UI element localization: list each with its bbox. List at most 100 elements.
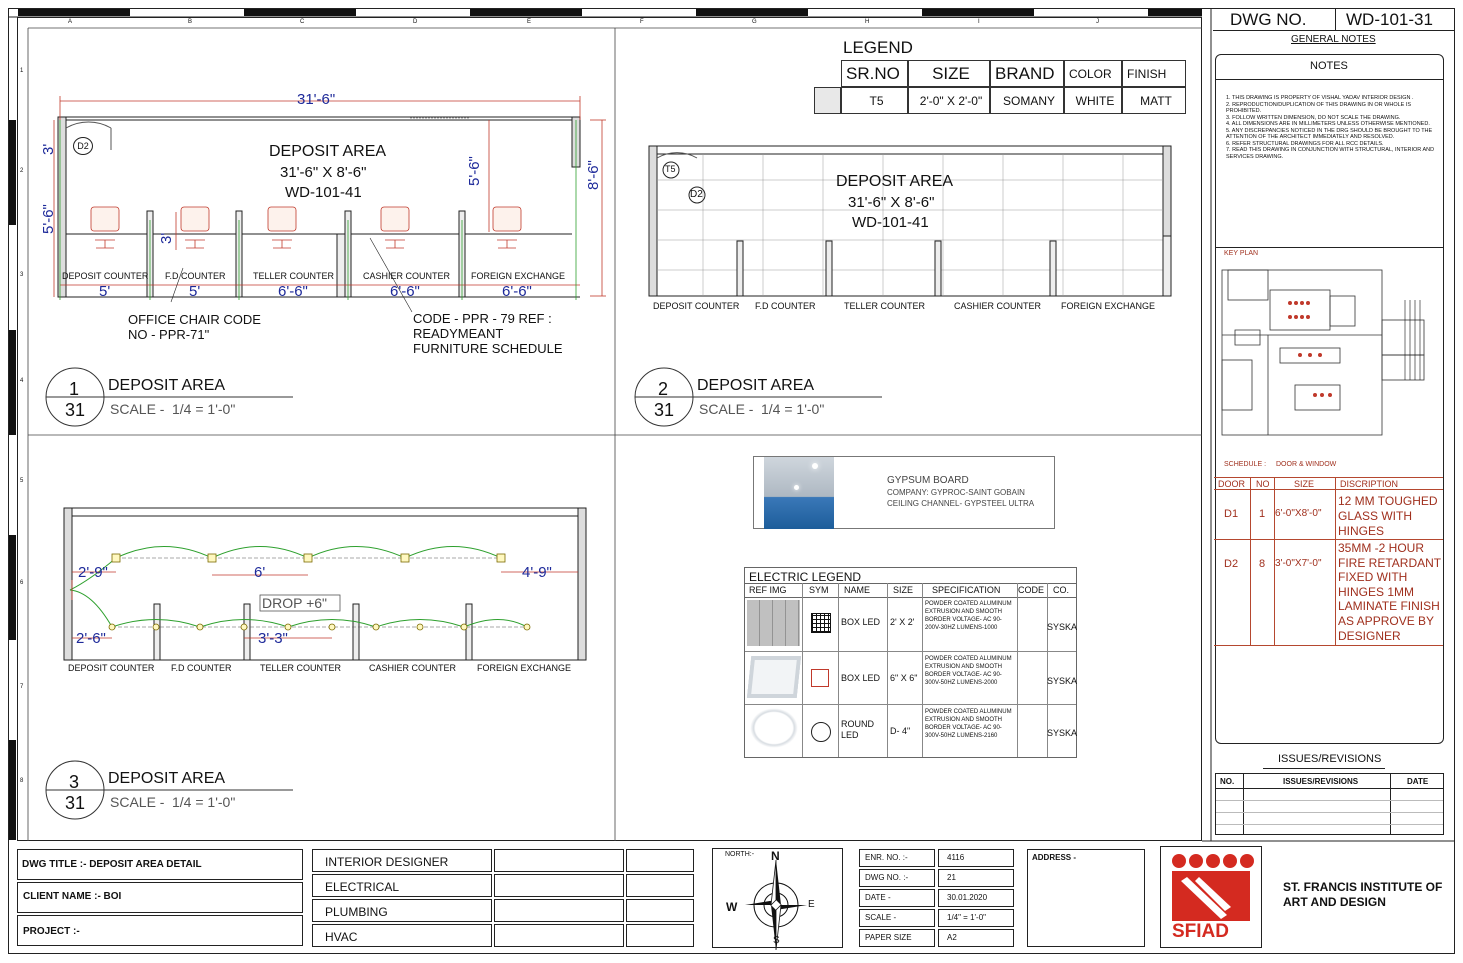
compass-w: W (726, 900, 738, 914)
chair-note-line2: NO - PPR-71" (128, 327, 210, 342)
door-d1-desc: 12 MM TOUGHED GLASS WITH HINGES (1338, 494, 1438, 538)
grid-col-f: F (640, 19, 644, 25)
note-item: 3. FOLLOW WRITTEN DIMENSION, DO NOT SCAL… (1226, 114, 1401, 121)
door-d2: D2 (1224, 558, 1239, 570)
plan3-dim-5: 3'-3" (258, 630, 288, 647)
door-col-sep (1250, 477, 1251, 646)
info-label: SCALE - (865, 913, 897, 922)
row-size: 2' X 2' (890, 617, 915, 627)
col-sep (838, 583, 839, 757)
ceiling-light-dot (794, 485, 799, 490)
col-sep (1047, 583, 1048, 757)
row-co: SYSKA (1047, 622, 1078, 632)
institute-line1: ST. FRANCIS INSTITUTE OF (1283, 880, 1443, 894)
issues-header-no: NO. (1220, 777, 1235, 786)
issues-title: ISSUES/REVISIONS (1278, 753, 1382, 765)
plan1-dim-inner: 5'-6" (466, 156, 483, 186)
plan3-dim-3: 4'-9" (522, 564, 552, 581)
plan1-view-title: DEPOSIT AREA (108, 377, 226, 394)
issues-underline (1263, 768, 1385, 769)
plan1-scale-label: SCALE - (110, 401, 165, 417)
ceiling-light-dot (812, 463, 818, 469)
info-label-enr: ENR. NO. :- (859, 849, 935, 867)
plan1-counter-dim-4: 6'-6" (390, 283, 420, 300)
plan1-view-no: 1 (69, 379, 80, 399)
plan3-view-title: DEPOSIT AREA (108, 770, 226, 787)
logo-text: SFIAD (1172, 921, 1229, 942)
grid-light-icon (811, 613, 831, 633)
discipline-label: ELECTRICAL (325, 880, 400, 894)
door-header-size: SIZE (1294, 479, 1315, 489)
plan3-counter-1: DEPOSIT COUNTER (68, 663, 155, 673)
door-header-door: DOOR (1218, 479, 1245, 489)
electric-header-row: REF IMG SYM NAME SIZE SPECIFICATION CODE… (745, 583, 1076, 598)
round-led-image (750, 708, 798, 748)
info-label-dwg: DWG NO. :- (859, 869, 935, 887)
note-item: 2. REPRODUCTION/DUPLICATION OF THIS DRAW… (1226, 101, 1412, 115)
plan1-dim-left-top: 3' (40, 143, 57, 155)
door-d1-no: 1 (1259, 508, 1266, 520)
grid-col-a: A (68, 19, 73, 25)
schedule-label: SCHEDULE : (1224, 461, 1267, 468)
door-d2-size: 3'-0"X7'-0" (1275, 558, 1322, 569)
dwg-title: DWG TITLE :- DEPOSIT AREA DETAIL (22, 859, 202, 870)
sign-box (626, 924, 694, 947)
plan2-view-no: 2 (658, 379, 669, 399)
info-value: A2 (947, 933, 957, 942)
legend-header-srno: SR.NO (841, 60, 908, 87)
col-sep (922, 583, 923, 757)
panel-led-image (746, 656, 802, 698)
plan2-counter-2: F.D COUNTER (755, 301, 816, 311)
info-label-paper: PAPER SIZE (859, 929, 935, 947)
dwg-no-value: WD-101-31 (1346, 10, 1433, 29)
grid-col-i: I (978, 19, 980, 25)
door-schedule-headline (1214, 489, 1443, 490)
sign-box (626, 849, 694, 872)
eh-spec: SPECIFICATION (932, 585, 1001, 595)
row-spec: POWDER COATED ALUMINUM EXTRUSION AND SMO… (925, 709, 1012, 739)
plan3-counter-4: CASHIER COUNTER (369, 663, 457, 673)
eh-code: CODE (1018, 585, 1045, 595)
institute-line2: ART AND DESIGN (1283, 895, 1386, 909)
plan1-counter-dim-2: 5' (189, 283, 201, 300)
door-schedule-rowline (1214, 539, 1443, 540)
eh-ref: REF IMG (749, 585, 787, 595)
key-plan-label: KEY PLAN (1224, 250, 1259, 257)
plan1-dim-right: 8'-6" (585, 160, 602, 190)
gypsum-card: GYPSUM BOARD COMPANY: GYPROC-SAINT GOBAI… (753, 456, 1055, 529)
dwg-title-box: DWG TITLE :- DEPOSIT AREA DETAIL (17, 849, 303, 880)
row-spec: POWDER COATED ALUMINUM EXTRUSION AND SMO… (925, 601, 1012, 631)
eh-sym: SYM (809, 585, 829, 595)
grid-col-h: H (865, 19, 870, 25)
gypsum-line3: CEILING CHANNEL- GYPSTEEL ULTRA (887, 499, 1035, 508)
compass-n: N (771, 849, 780, 863)
legend-srno: T5 (841, 87, 908, 114)
info-label-scale: SCALE - (859, 909, 935, 927)
gypsum-line1: GYPSUM BOARD (887, 475, 969, 486)
plan1-door-tag: D2 (73, 137, 93, 155)
sign-box (494, 924, 624, 947)
legend-finish: MATT (1122, 87, 1186, 114)
sheet-border (8, 8, 1455, 954)
plan1-counter-dim-1: 5' (99, 283, 111, 300)
sign-box (494, 899, 624, 922)
general-notes-title: GENERAL NOTES (1291, 34, 1376, 45)
door-tag-text: D2 (77, 141, 89, 151)
notes-divider (1216, 79, 1443, 80)
grid-row-6: 6 (20, 580, 24, 586)
col-sep (802, 583, 803, 757)
info-value: 21 (947, 873, 956, 882)
dwg-no-divider (1335, 9, 1336, 31)
issues-col-sep (1390, 774, 1391, 834)
discipline-plumbing: PLUMBING (312, 899, 492, 922)
info-value: 4116 (947, 853, 965, 862)
north-box: NORTH:- N S E W (712, 848, 843, 948)
legend-size: 2'-0" X 2'-0" (908, 87, 990, 114)
notes-title: NOTES (1310, 60, 1348, 72)
legend-header-brand: BRAND (990, 60, 1064, 87)
gypsum-ceiling-image (764, 457, 834, 529)
client-name: CLIENT NAME :- BOI (23, 891, 122, 902)
plan3-counter-3: TELLER COUNTER (260, 663, 342, 673)
electric-row: BOX LED 6" X 6" POWDER COATED ALUMINUM E… (745, 651, 1077, 705)
